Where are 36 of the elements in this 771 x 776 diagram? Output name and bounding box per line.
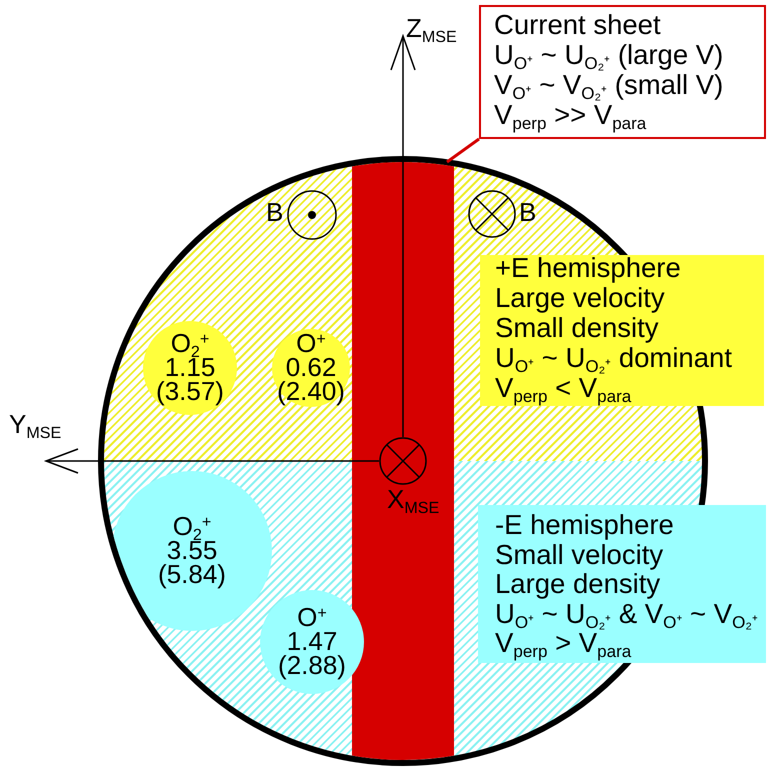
axis-label: Y$_{MSE}$ [9, 411, 62, 441]
note-text: U$_{O⁺}$ ~ U$_{O₂⁺}$ & V$_{O⁺}$ ~ V$_{O₂⁺}$ [495, 600, 758, 630]
callout-text: V$_{perp}$ >> V$_{para}$ [494, 102, 646, 132]
callout-text: Current sheet [494, 12, 661, 42]
note-text: +E hemisphere [495, 255, 681, 285]
callout-text: U$_{O⁺}$ ~ U$_{O₂⁺}$ (large V) [494, 42, 724, 72]
ion-circle [143, 321, 237, 415]
note-text: U$_{O⁺}$ ~ U$_{O₂⁺}$ dominant [495, 345, 732, 375]
axis-label: X$_{MSE}$ [387, 486, 440, 516]
ion-circle [272, 329, 350, 407]
ion-label: O$^{+}$ [297, 606, 327, 630]
axis-label: Z$_{MSE}$ [406, 15, 457, 45]
current-sheet-band [352, 162, 454, 760]
number-label: 1.15 [164, 356, 216, 380]
number-label: 0.62 [286, 356, 336, 380]
note-text: Small density [495, 315, 659, 345]
number-label: (2.40) [277, 380, 345, 404]
number-label: (5.84) [158, 563, 226, 587]
number-label: 1.47 [286, 630, 338, 654]
number-label: 3.55 [166, 539, 218, 563]
note-box [480, 255, 764, 406]
number-label: (3.57) [156, 380, 224, 404]
note-text: Large density [495, 571, 660, 600]
note-text: Large velocity [495, 285, 665, 315]
callout-text: V$_{O⁺}$ ~ V$_{O₂⁺}$ (small V) [494, 72, 724, 102]
ion-circle [112, 471, 272, 631]
note-text: V$_{perp}$ < V$_{para}$ [495, 375, 632, 405]
note-text: Small velocity [495, 542, 664, 571]
ion-label: O$^{+}$ [296, 332, 326, 356]
callout-box [479, 5, 766, 139]
number-label: (2.88) [278, 654, 346, 678]
leader-line [446, 138, 480, 164]
ion-circle [260, 590, 364, 694]
note-text: -E hemisphere [495, 512, 674, 542]
note-box [478, 505, 766, 663]
note-text: V$_{perp}$ > V$_{para}$ [495, 630, 632, 660]
